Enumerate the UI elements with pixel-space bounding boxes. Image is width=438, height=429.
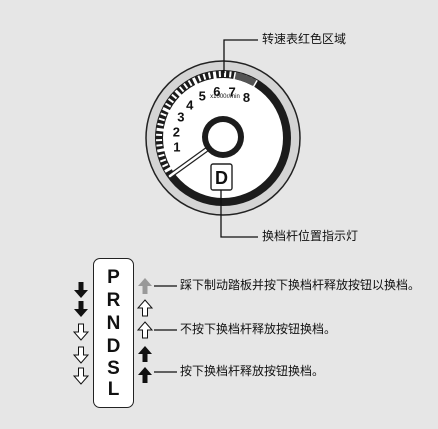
gear-arrows-column	[73, 282, 89, 385]
tachometer-tick	[160, 112, 167, 117]
tachometer-tick	[159, 158, 167, 163]
tachometer-hub-center	[208, 122, 238, 152]
tachometer-number: 8	[243, 90, 250, 105]
tachometer-tick	[167, 98, 174, 104]
tachometer-number: 7	[229, 84, 236, 99]
shift-position-indicator-letter: D	[215, 168, 228, 188]
tachometer-tick	[183, 82, 189, 89]
tachometer-tick	[207, 72, 212, 79]
tachometer-number: 1	[173, 140, 180, 155]
outline-down-arrow-icon	[137, 321, 153, 339]
gear-selector-panel: P R N D S L	[93, 258, 134, 408]
tachometer-number: 2	[173, 124, 180, 139]
legend-text-outline-arrow: 不按下换档杆释放按钮换档。	[180, 322, 337, 336]
gray-down-arrow-icon	[138, 278, 152, 294]
tachometer-tick	[192, 77, 200, 89]
gear-letter-n: N	[106, 313, 121, 334]
tachometer-tick	[212, 71, 218, 83]
indicator-callout-label: 换档杆位置指示灯	[262, 229, 359, 243]
outline-down-arrow-icon	[137, 299, 153, 317]
outline-up-arrow-icon	[73, 346, 89, 364]
tachometer-tick	[174, 89, 185, 100]
tachometer-unit-label: x1000r/min	[210, 94, 240, 100]
tachometer-tick	[202, 73, 207, 80]
gear-letter-d: D	[106, 336, 121, 357]
tachometer-tick	[158, 117, 165, 122]
tachometer-tick	[162, 163, 169, 168]
legend-text-black-arrow: 按下换档杆释放按钮换档。	[180, 364, 325, 378]
gear-letter-s: S	[107, 358, 120, 379]
tachometer-needle	[168, 148, 208, 178]
tachometer-red-zone	[234, 72, 257, 87]
redzone-callout-line	[223, 39, 258, 73]
gear-letter-l: L	[107, 379, 120, 400]
gear-arrows-right	[137, 278, 153, 383]
tachometer-tick	[164, 164, 176, 173]
black-up-arrow-icon	[74, 301, 88, 317]
tachometer-red-zone-band	[234, 72, 257, 87]
tachometer-tick	[162, 107, 174, 115]
tachometer-tick	[156, 147, 169, 153]
tachometer-tick	[158, 153, 165, 158]
tachometer-tick	[165, 102, 172, 108]
tachometer-tick	[197, 75, 202, 82]
tachometer-number: 6	[213, 84, 220, 99]
tachometer-number: 4	[186, 97, 194, 112]
tachometer-tick	[157, 122, 164, 127]
tachometer-tick	[178, 86, 185, 93]
tachometer-number: 5	[199, 88, 206, 103]
outline-up-arrow-icon	[73, 367, 89, 385]
black-down-arrow-icon	[138, 346, 152, 362]
redzone-callout-label: 转速表红色区域	[262, 32, 347, 46]
outline-up-arrow-icon	[73, 323, 89, 341]
tachometer-tick	[156, 143, 163, 147]
black-down-arrow-icon	[138, 367, 152, 383]
tachometer-number: 3	[177, 110, 184, 125]
gear-letter-p: P	[107, 267, 120, 288]
legend-text-gray-arrow: 踩下制动踏板并按下换档杆释放按钮以换档。	[180, 278, 421, 292]
tachometer-tick	[171, 93, 178, 100]
gear-letter-r: R	[106, 290, 121, 311]
tachometer-tick	[228, 71, 232, 78]
black-up-arrow-icon	[74, 282, 88, 298]
indicator-callout-line	[220, 190, 258, 238]
tachometer-tick	[187, 80, 193, 87]
tachometer-tick	[156, 127, 168, 133]
